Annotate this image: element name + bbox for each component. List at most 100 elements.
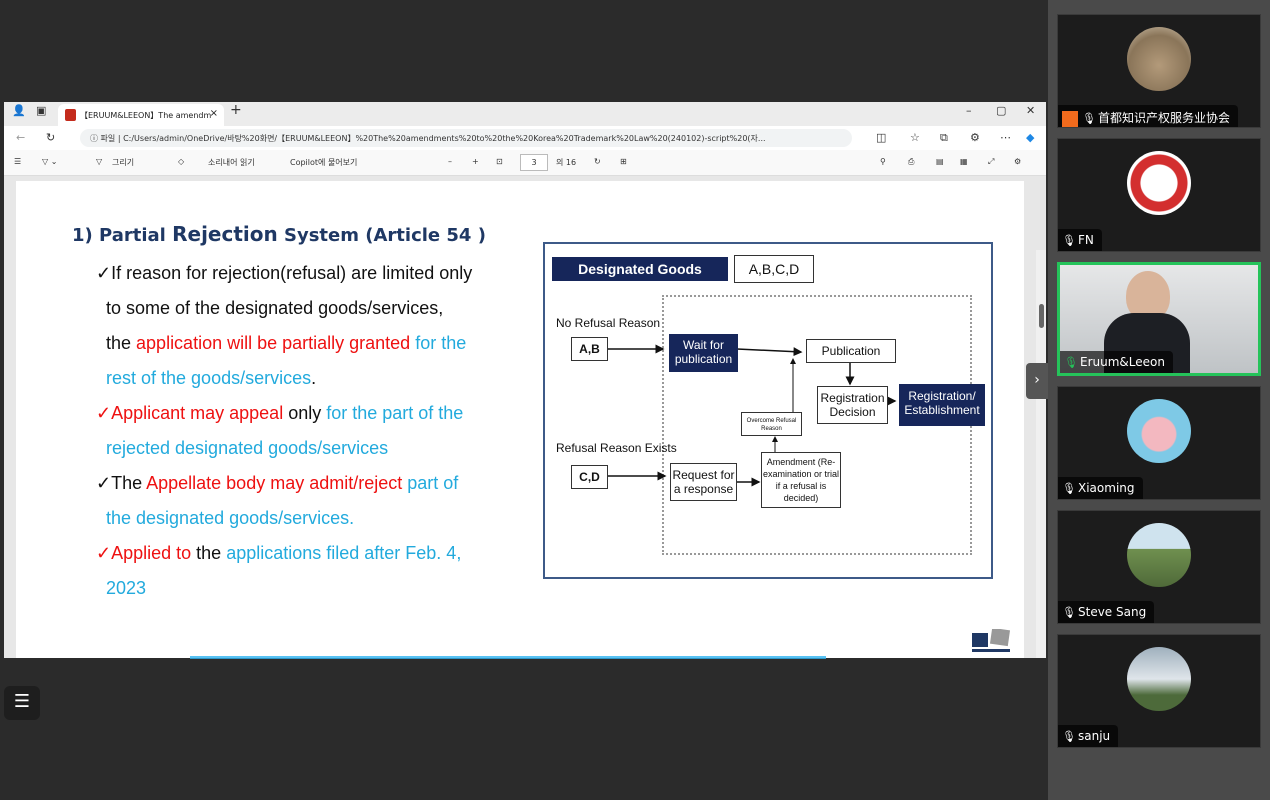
tab-close-icon[interactable]: × — [209, 108, 218, 119]
mic-muted-icon: 🎙 — [1062, 234, 1076, 247]
refresh-icon[interactable]: ↻ — [46, 131, 56, 144]
page-number-input[interactable]: 3 — [520, 154, 548, 171]
designated-goods-header: Designated Goods — [552, 257, 728, 281]
favorites-icon[interactable]: ☆ — [910, 131, 920, 144]
read-aloud-button[interactable]: 소리내어 읽기 — [208, 158, 255, 167]
page-total: 의 16 — [556, 158, 577, 167]
save-as-icon[interactable]: ▦ — [960, 157, 968, 166]
participant-name: 🎙首都知识产权服务业协会 — [1058, 105, 1239, 127]
split-screen-icon[interactable]: ◫ — [876, 131, 887, 144]
settings-icon[interactable]: ⚙ — [1014, 157, 1022, 166]
maximize-button[interactable]: ▢ — [996, 104, 1007, 117]
page-view-icon[interactable]: ⊞ — [620, 157, 627, 166]
slide-page: 1) Partial Rejection System (Article 54 … — [16, 181, 1024, 658]
mic-muted-icon: 🎙 — [1082, 112, 1096, 125]
avatar — [1127, 27, 1191, 91]
browser-tab[interactable]: 【ERUUM&LEEON】The amendm × — [58, 104, 224, 126]
extensions-icon[interactable]: ⚙ — [970, 131, 980, 144]
mic-active-icon: 🎙 — [1064, 356, 1078, 369]
registration-decision-box: Registration Decision — [817, 386, 888, 424]
title-prefix: 1) Partial — [72, 225, 173, 246]
publication-box: Publication — [806, 339, 896, 363]
participant-tile[interactable]: 🎙Steve Sang — [1057, 510, 1261, 624]
text-span: Appellate body may admit/reject — [146, 473, 403, 493]
text-span: ✓Applied to — [96, 543, 192, 563]
draw-label[interactable]: 그리기 — [112, 158, 135, 167]
profile-icon[interactable]: 👤 — [12, 104, 26, 117]
fullscreen-icon[interactable]: ⤢ — [988, 157, 995, 166]
avatar — [1127, 523, 1191, 587]
pdf-viewer: 1) Partial Rejection System (Article 54 … — [4, 176, 1046, 658]
diagram-arrows — [608, 344, 897, 487]
bullet-1-line-2: to some of the designated goods/services… — [106, 298, 444, 318]
close-window-button[interactable]: ✕ — [1026, 104, 1036, 117]
url-text: C:/Users/admin/OneDrive/바탕%20화면/【ERUUM&L… — [123, 134, 766, 143]
bullet-1-line-4: rest of the goods/services. — [96, 361, 496, 396]
host-icon — [1062, 110, 1078, 127]
collections-icon[interactable]: ⧉ — [940, 131, 948, 144]
text-span: application will be partially granted — [136, 333, 411, 353]
save-icon[interactable]: ▤ — [936, 157, 944, 166]
request-response-box: Request for a response — [670, 463, 737, 501]
wait-publication-box: Wait for publication — [669, 334, 738, 372]
back-icon[interactable]: ← — [16, 131, 26, 144]
participant-tile[interactable]: 🎙sanju — [1057, 634, 1261, 748]
draw-icon[interactable]: ▽ — [96, 157, 103, 166]
more-icon[interactable]: ⋯ — [1000, 131, 1011, 144]
participant-name: 🎙sanju — [1058, 725, 1119, 747]
new-tab-button[interactable]: + — [230, 102, 242, 118]
designated-goods-value: A,B,C,D — [734, 255, 814, 283]
participant-tile[interactable]: 🎙Xiaoming — [1057, 386, 1261, 500]
collapse-panel-chevron-icon[interactable]: › — [1026, 363, 1048, 399]
address-bar[interactable]: ⓘ 파일 | C:/Users/admin/OneDrive/바탕%20화면/【… — [80, 129, 852, 147]
tab-title: 【ERUUM&LEEON】The amendm — [80, 111, 212, 120]
contents-icon[interactable]: ☰ — [14, 157, 22, 166]
participant-tile-active[interactable]: 🎙Eruum&Leeon — [1057, 262, 1261, 376]
url-scheme-label: 파일 — [100, 134, 116, 143]
eraser-icon[interactable]: ◇ — [178, 157, 185, 166]
goods-cd-box: C,D — [571, 465, 608, 489]
bullet-4-line-2: 2023 — [106, 578, 147, 598]
slide-title: 1) Partial Rejection System (Article 54 … — [72, 222, 486, 246]
participants-panel: 🎙首都知识产权服务业协会 🎙FN 🎙Eruum&Leeon 🎙Xiaoming … — [1048, 0, 1270, 800]
participant-tile[interactable]: 🎙FN — [1057, 138, 1261, 252]
zoom-out-button[interactable]: – — [448, 157, 452, 166]
pdf-toolbar: ☰ ▽ ⌄ ▽ 그리기 ◇ 소리내어 읽기 Copilot에 물어보기 – + … — [4, 150, 1046, 176]
shared-screen-area: 👤 ▣ 【ERUUM&LEEON】The amendm × + – ▢ ✕ ← … — [4, 102, 1046, 720]
overcome-refusal-box: Overcome Refusal Reason — [741, 412, 802, 436]
copilot-icon[interactable]: ◆ — [1026, 131, 1035, 144]
pdf-file-icon — [65, 109, 76, 121]
video-person-head — [1126, 271, 1170, 321]
zoom-in-button[interactable]: + — [472, 157, 479, 166]
text-span: the — [191, 543, 227, 563]
refusal-exists-label: Refusal Reason Exists — [556, 441, 677, 455]
participant-name: 🎙Steve Sang — [1058, 601, 1155, 623]
mic-muted-icon: 🎙 — [1062, 482, 1076, 495]
goods-ab-box: A,B — [571, 337, 608, 361]
title-suffix: System (Article 54 ) — [277, 225, 486, 246]
name-text: Eruum&Leeon — [1080, 355, 1165, 369]
copilot-ask-button[interactable]: Copilot에 물어보기 — [290, 158, 358, 167]
fit-page-icon[interactable]: ⊡ — [496, 157, 503, 166]
search-icon[interactable]: ⚲ — [880, 157, 886, 166]
rotate-icon[interactable]: ↻ — [594, 157, 601, 166]
text-span: part of — [402, 473, 459, 493]
text-span: applications filed after Feb. 4, — [226, 543, 462, 563]
minimize-button[interactable]: – — [966, 104, 972, 117]
text-span: ✓The — [96, 473, 147, 493]
info-icon: ⓘ — [90, 134, 101, 143]
chat-list-icon[interactable]: ☰ — [4, 686, 40, 720]
participant-tile[interactable]: 🎙首都知识产权服务业协会 — [1057, 14, 1261, 128]
text-span: ✓Applicant may appeal — [96, 403, 284, 423]
name-text: Steve Sang — [1078, 605, 1147, 619]
process-diagram: Designated Goods A,B,C,D No Refusal Reas… — [543, 242, 993, 579]
print-icon[interactable]: ⎙ — [908, 157, 915, 166]
participant-name: 🎙Eruum&Leeon — [1060, 351, 1173, 373]
vertical-scrollbar[interactable] — [1036, 250, 1046, 658]
tab-actions-icon[interactable]: ▣ — [36, 104, 47, 117]
scrollbar-thumb[interactable] — [1039, 304, 1044, 328]
no-refusal-label: No Refusal Reason — [556, 316, 661, 330]
name-text: sanju — [1078, 729, 1111, 743]
highlight-icon[interactable]: ▽ ⌄ — [42, 157, 58, 166]
avatar — [1127, 647, 1191, 711]
